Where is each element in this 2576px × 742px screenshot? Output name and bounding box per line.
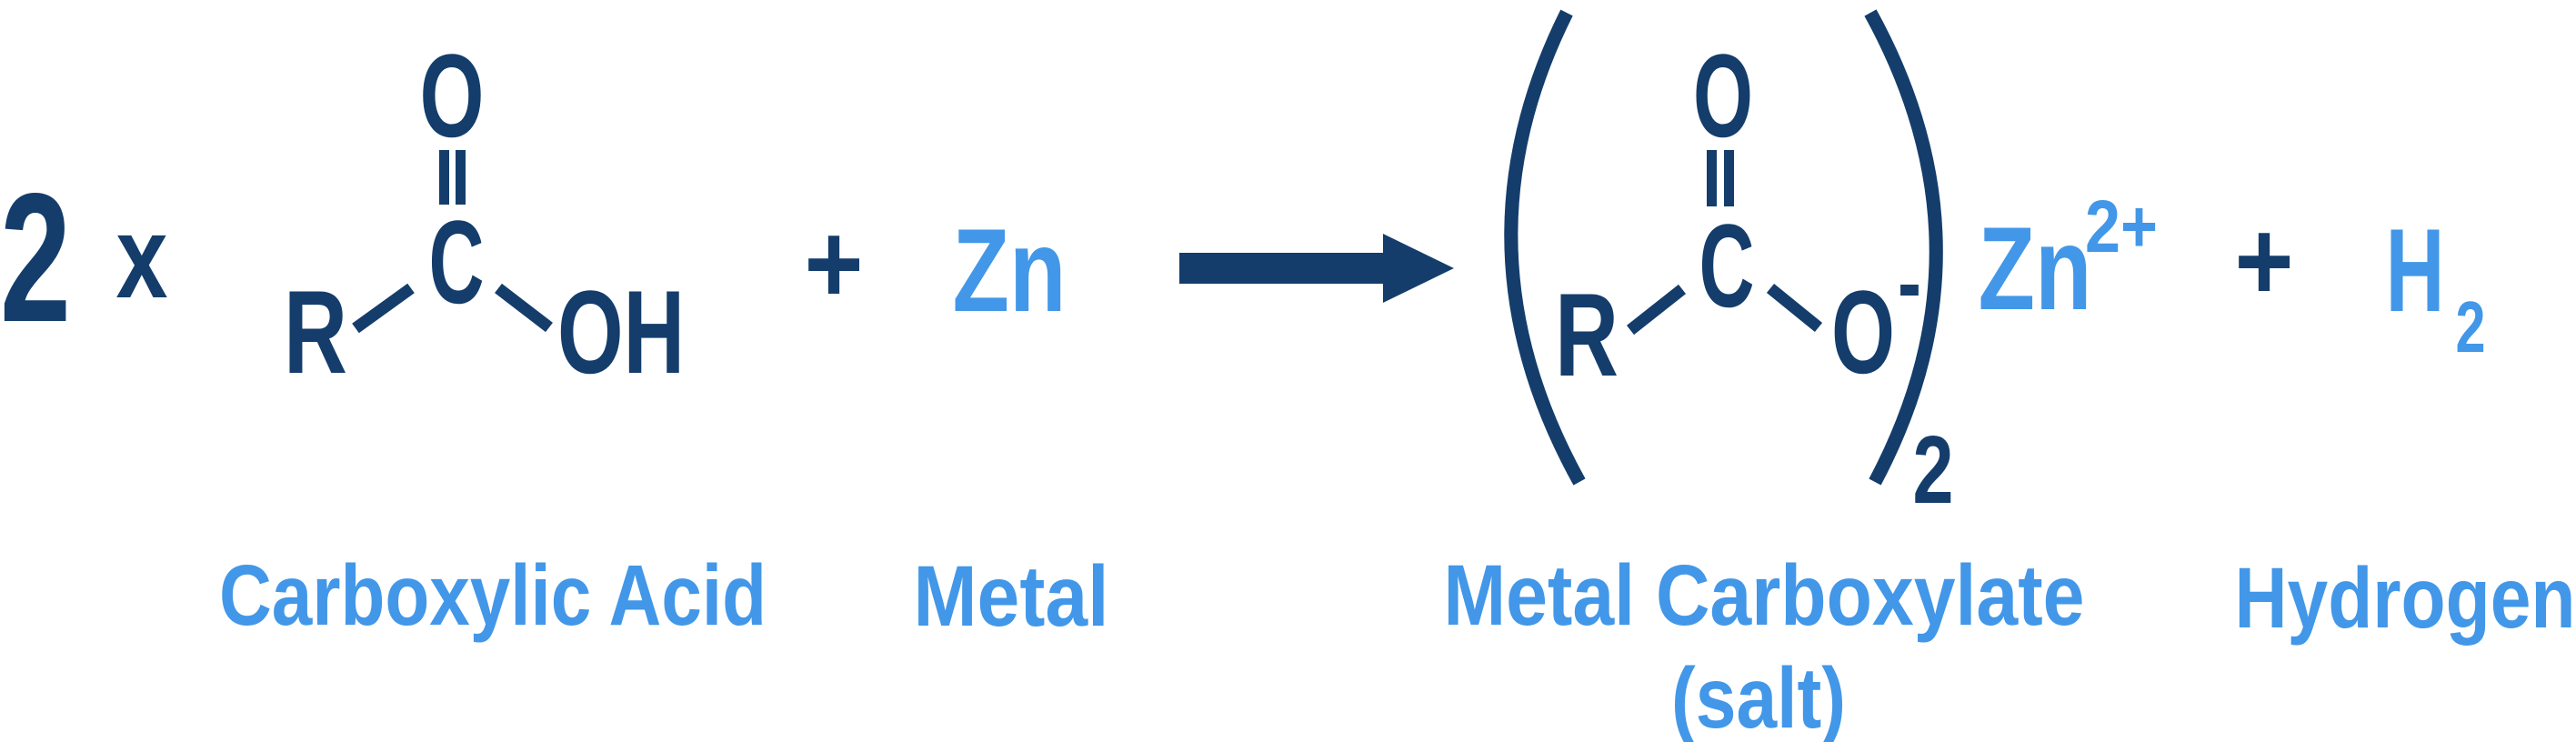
reaction-arrow-icon [1179,234,1454,303]
acid-carbon: C [429,196,485,328]
label-hydrogen: Hydrogen [2235,550,2576,647]
single-bond-icon [1766,283,1823,333]
carboxylic-acid-structure: O C R OH [284,29,685,398]
carboxylate-oxygen-anion: O [1831,266,1895,398]
single-bond-icon [1626,284,1687,336]
acid-carbonyl-oxygen: O [420,29,485,162]
left-parenthesis-icon [1504,9,1586,486]
zinc-ion-charge: 2+ [2085,186,2158,268]
single-bond-icon [495,283,553,333]
hydrogen-symbol: H [2386,204,2445,336]
plus-sign: + [2235,198,2294,325]
label-metal-carboxylate: Metal Carboxylate [1444,547,2085,644]
coefficient-value: 2 [0,155,71,360]
single-bond-icon [352,283,415,334]
coefficient-group: 2 x [0,155,168,360]
label-metal: Metal [914,548,1109,645]
double-bond-icon [439,150,449,205]
double-bond-icon [1724,150,1734,206]
zinc-ion: Zn 2+ [1979,186,2159,335]
acid-r-group: R [284,266,347,398]
negative-charge: - [1898,232,1921,334]
label-salt: (salt) [1671,650,1846,742]
carboxylate-carbon: C [1699,199,1755,332]
double-bond-icon [456,150,466,205]
metal-symbol: Zn [953,204,1067,336]
plus-sign: + [805,201,864,327]
hydrogen-subscript: 2 [2456,286,2486,367]
double-bond-icon [1707,150,1717,206]
right-parenthesis-icon [1864,9,1943,486]
carboxylate-r-group: R [1555,268,1619,401]
caption-labels: Carboxylic Acid Metal Metal Carboxylate … [219,547,2576,742]
carboxylate-carbonyl-oxygen: O [1693,29,1753,162]
zinc-ion-symbol: Zn [1979,202,2092,335]
hydrogen-molecule: H 2 [2386,204,2486,367]
acid-hydroxyl: OH [557,266,685,398]
multiplier-x: x [116,192,168,323]
paren-subscript: 2 [1913,416,1954,524]
metal-carboxylate-structure: O C R O - 2 [1504,9,1954,524]
label-carboxylic-acid: Carboxylic Acid [219,547,767,644]
